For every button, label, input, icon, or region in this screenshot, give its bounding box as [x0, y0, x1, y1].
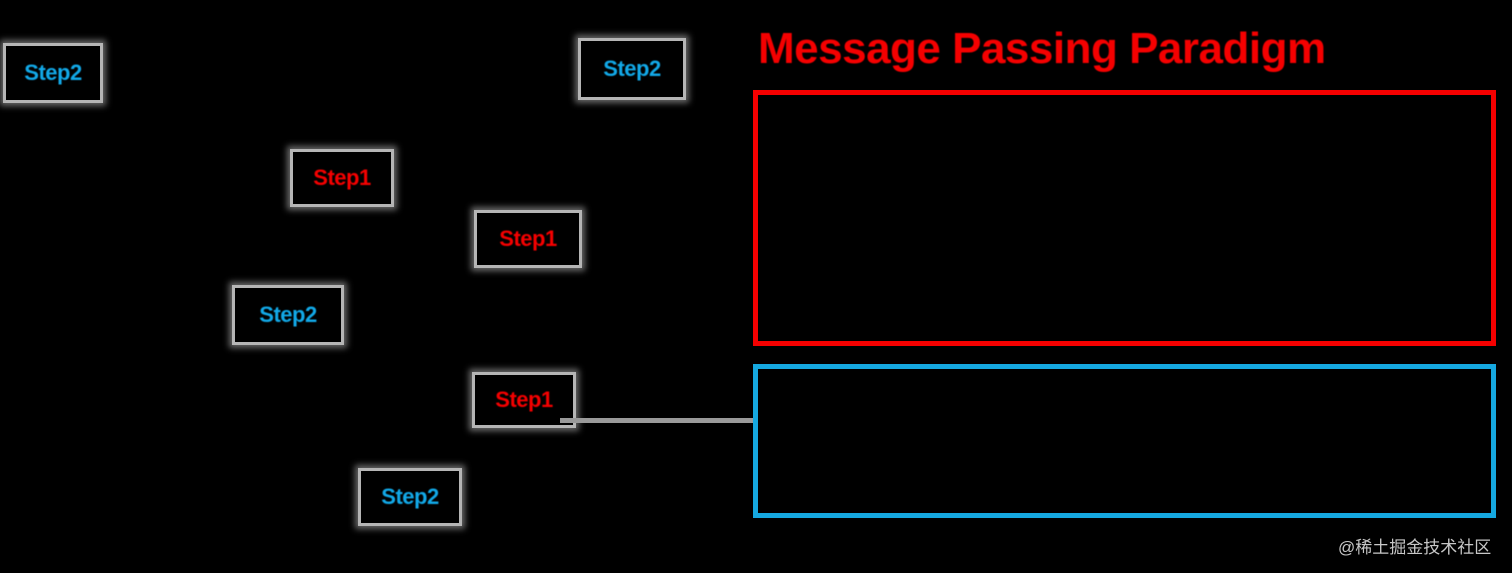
step-chip-label: Step2	[381, 484, 439, 509]
step-chip-label: Step2	[259, 302, 317, 327]
step1-to-blue-panel-connector	[560, 418, 756, 423]
blue-content-panel	[753, 364, 1496, 518]
page-title: Message Passing Paradigm	[758, 24, 1326, 73]
step-chip-label: Step2	[603, 56, 661, 81]
step-chip-3[interactable]: Step1	[290, 149, 394, 207]
step-chip-label: Step1	[495, 387, 553, 412]
step-chip-6[interactable]: Step1	[472, 372, 576, 428]
step-chip-label: Step2	[24, 60, 82, 85]
step-chip-7[interactable]: Step2	[358, 468, 462, 526]
step-chip-5[interactable]: Step2	[232, 285, 344, 345]
step-chip-4[interactable]: Step1	[474, 210, 582, 268]
watermark: @稀土掘金技术社区	[1338, 538, 1492, 557]
step-chip-label: Step1	[499, 226, 557, 251]
step-chip-1[interactable]: Step2	[3, 43, 103, 103]
step-chip-label: Step1	[313, 165, 371, 190]
red-content-panel	[753, 90, 1496, 346]
step-chip-2[interactable]: Step2	[578, 38, 686, 100]
